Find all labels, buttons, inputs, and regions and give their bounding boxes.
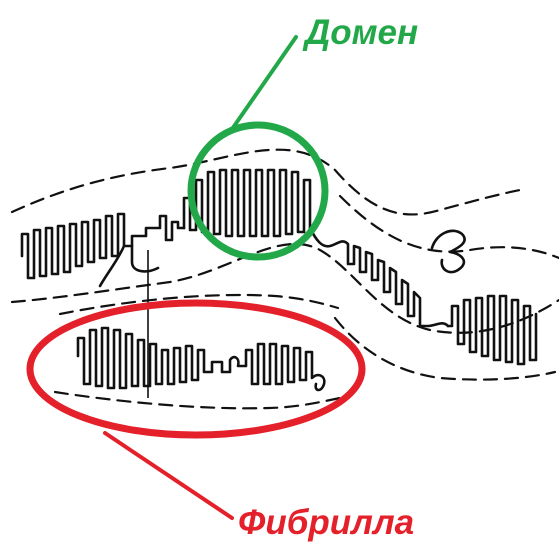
right-band-bottom-boundary [335, 318, 555, 380]
lower-band-bottom-boundary [55, 392, 340, 408]
fibril-label: Фибрилла [238, 503, 414, 542]
fibril-chain [78, 328, 324, 390]
upper-left-chain [22, 214, 184, 278]
right-band-top-boundary [340, 196, 559, 258]
fibril-pointer-line [105, 433, 232, 518]
upper-band-top-boundary [12, 150, 520, 215]
middle-right-chain [310, 228, 448, 326]
domain-label: Домен [302, 13, 418, 52]
upper-left-chain-tail [100, 246, 158, 286]
domain-pointer-line [230, 37, 296, 132]
